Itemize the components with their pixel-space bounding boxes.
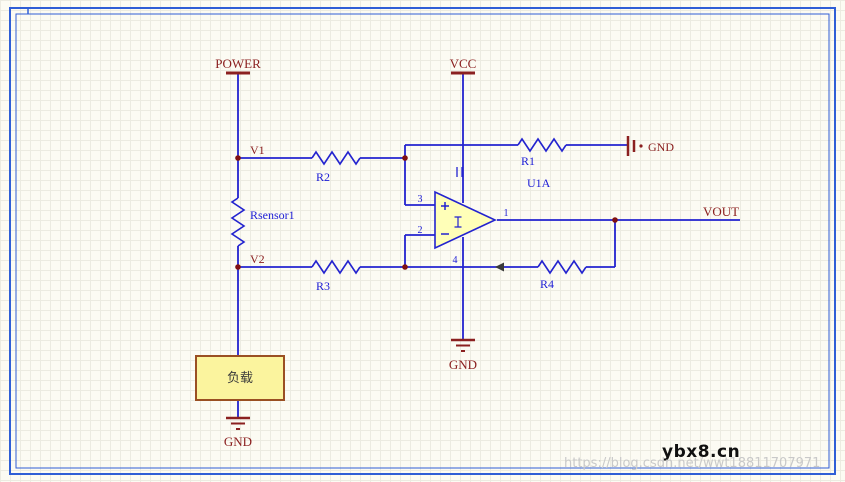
load-label: 负载 — [227, 370, 253, 385]
pin4-arrow-marker — [495, 262, 504, 272]
resistor-r2 — [311, 150, 361, 166]
resistor-r4 — [537, 259, 587, 275]
junction-dot-pin2 — [402, 264, 408, 270]
gnd-label-load: GND — [224, 434, 252, 449]
junction-dot-output — [612, 217, 618, 223]
net-label-v2: V2 — [250, 252, 265, 266]
junction-dot-v2 — [235, 264, 241, 270]
opamp-u1a — [434, 167, 504, 272]
designator-r4: R4 — [540, 277, 554, 291]
vcc-port-label: VCC — [450, 56, 477, 71]
net-label-vout: VOUT — [703, 204, 739, 219]
gnd-bar-r1 — [626, 136, 643, 156]
net-label-v1: V1 — [250, 143, 265, 157]
sheet-border — [9, 7, 836, 475]
pin-number-3: 3 — [418, 194, 423, 205]
pin-number-2: 2 — [418, 225, 423, 236]
pin-number-1: 1 — [504, 208, 509, 219]
resistor-r1 — [517, 137, 567, 153]
gnd-earth-opamp — [451, 338, 475, 352]
resistor-rsensor1 — [230, 197, 246, 247]
designator-r3: R3 — [316, 279, 330, 293]
opamp-plus-sign — [441, 202, 449, 210]
text-labels: POWER VCC V1 V2 Rsensor1 R2 R3 R4 R1 U1A… — [215, 56, 739, 449]
pin-number-4: 4 — [453, 255, 458, 266]
sheet-border-inner — [15, 13, 830, 469]
opamp-body — [434, 190, 497, 250]
designator-rsensor1: Rsensor1 — [250, 208, 295, 222]
sheet-border-outer — [9, 7, 836, 475]
watermark-url: https://blog.csdn.net/wwt18811707971 — [564, 456, 821, 471]
load-box — [195, 355, 285, 401]
watermark-site: ybx8.cn — [662, 442, 741, 462]
junction-dot-v1 — [235, 155, 241, 161]
gnd-label-r1: GND — [648, 140, 674, 154]
resistor-r3 — [311, 259, 361, 275]
designator-r1: R1 — [521, 154, 535, 168]
opamp-inner-mark — [454, 216, 462, 228]
power-port-label: POWER — [215, 56, 261, 71]
designator-r2: R2 — [316, 170, 330, 184]
ground-symbols — [226, 136, 643, 430]
resistors — [230, 137, 587, 275]
opamp-power-pin-marker — [456, 167, 463, 177]
junction-dot-pin3 — [402, 155, 408, 161]
gnd-label-opamp: GND — [449, 357, 477, 372]
gnd-dot — [639, 144, 643, 148]
junction-dots — [235, 155, 618, 270]
designator-u1a: U1A — [527, 176, 551, 190]
wires — [237, 74, 740, 418]
gnd-earth-load — [226, 416, 250, 430]
